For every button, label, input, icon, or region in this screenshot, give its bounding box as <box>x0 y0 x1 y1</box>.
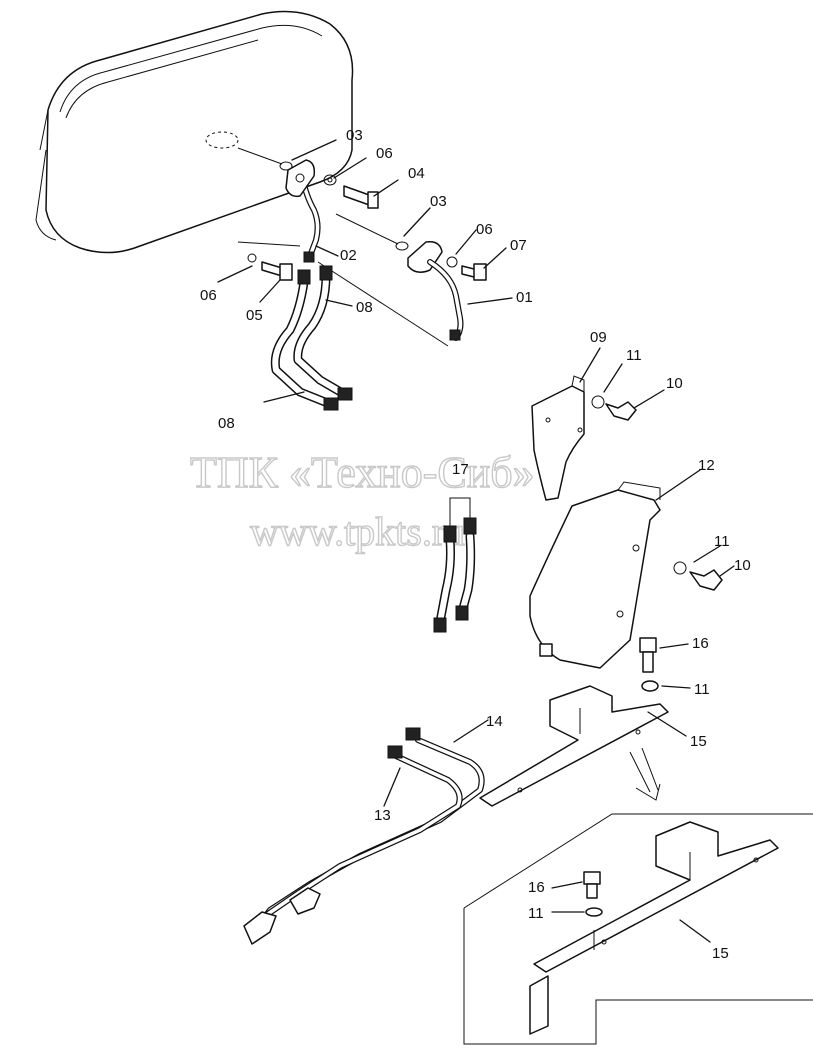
callouts: 03 06 04 03 06 07 02 01 08 06 05 08 09 1… <box>200 127 751 962</box>
callout-16-b: 16 <box>528 879 545 896</box>
guard-12 <box>529 481 723 669</box>
callout-08-lower: 08 <box>218 415 235 432</box>
bracket-15-upper <box>479 685 669 807</box>
callout-07: 07 <box>510 237 527 254</box>
detail-view <box>463 813 813 1045</box>
callout-06-upper: 06 <box>376 145 393 162</box>
watermark-url: www.tpkts.ru <box>250 509 465 554</box>
callout-12: 12 <box>698 457 715 474</box>
pipes-13-14 <box>243 727 485 945</box>
callout-03-upper: 03 <box>346 127 363 144</box>
callout-11-d: 11 <box>528 905 544 922</box>
callout-06-left: 06 <box>200 287 217 304</box>
callout-04: 04 <box>408 165 425 182</box>
hoses-08 <box>270 265 353 411</box>
callout-02: 02 <box>340 247 357 264</box>
callout-03-lower: 03 <box>430 193 447 210</box>
leader-lines <box>217 139 735 943</box>
callout-05: 05 <box>246 307 263 324</box>
callout-15-a: 15 <box>690 733 707 750</box>
tank <box>35 10 354 254</box>
callout-13: 13 <box>374 807 391 824</box>
callout-14: 14 <box>486 713 503 730</box>
hoses-17 <box>433 497 477 633</box>
callout-11-c: 11 <box>694 681 710 698</box>
pipe-02 <box>285 159 321 263</box>
callout-08-upper: 08 <box>356 299 373 316</box>
callout-16-a: 16 <box>692 635 709 652</box>
bolt-16-upper <box>639 637 659 692</box>
callout-15-b: 15 <box>712 945 729 962</box>
callout-09: 09 <box>590 329 607 346</box>
upper-fasteners <box>237 147 487 347</box>
watermark: ТПК «Техно-Сиб» www.tpkts.ru <box>189 447 535 554</box>
callout-06-right: 06 <box>476 221 493 238</box>
watermark-company: ТПК «Техно-Сиб» <box>190 448 535 497</box>
bracket-09 <box>531 375 637 501</box>
callout-01: 01 <box>516 289 533 306</box>
callout-11-a: 11 <box>626 347 642 364</box>
callout-10-a: 10 <box>666 375 683 392</box>
callout-11-b: 11 <box>714 533 730 550</box>
pipe-01 <box>407 240 464 341</box>
callout-10-b: 10 <box>734 557 751 574</box>
callout-17: 17 <box>452 461 469 478</box>
